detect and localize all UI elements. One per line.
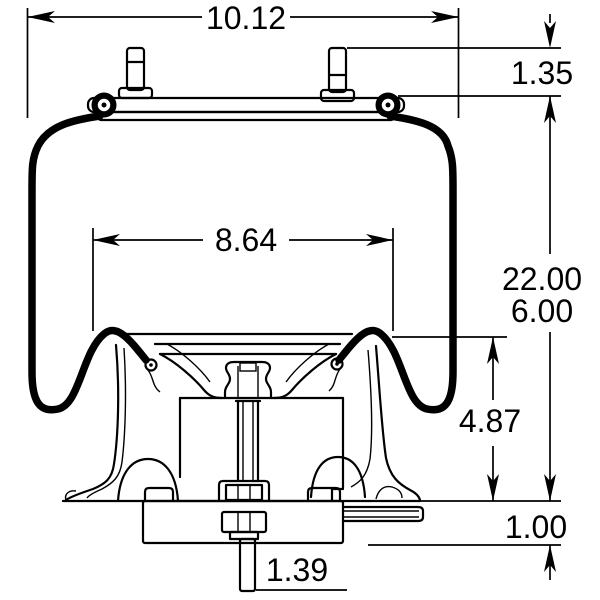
dim-piston-diameter: 8.64 [92,222,394,331]
left-boss [143,486,175,503]
bead-plate-rubber-strip [96,110,396,122]
left-arch-cutout [116,457,180,503]
center-stud-shaft [234,399,262,483]
bead-plate [86,96,406,114]
dim-piston-height: 4.87 [392,336,521,501]
dim-label-overall-width: 10.12 [206,0,286,36]
right-boss [306,486,342,503]
dim-label-stud-length: 1.39 [266,552,328,588]
lower-nut [220,510,268,541]
lower-stud [238,537,257,593]
dim-label-compressed-height: 6.00 [511,293,573,329]
bellows-left-wall [28,112,150,414]
dim-label-extended-height: 22.00 [502,261,582,297]
dim-label-piston-height: 4.87 [459,403,521,439]
arrow-down-icon [544,21,556,48]
piston-skirt-right [309,344,422,502]
arrow-down-icon [487,474,499,501]
bellows-group [28,92,457,414]
bellows-right-wall [335,112,457,414]
arrow-up-icon [544,545,556,572]
dim-stud-length: 1.39 [256,552,347,591]
dim-label-piston-diameter: 8.64 [215,222,277,258]
upper-nut [224,483,264,502]
side-tab-plate [330,487,425,523]
left-mounting-stud [117,46,154,100]
arrow-right-icon [431,11,459,23]
left-bead-dot [144,358,158,372]
arrow-left-icon [27,11,55,23]
piston-group [61,332,422,503]
right-bead-dot [330,357,344,371]
dim-label-stud-height: 1.35 [511,55,573,91]
dim-stud-height: 1.35 [347,14,573,97]
piston-skirt-left [64,343,180,503]
right-mounting-stud [319,46,356,103]
dim-plate-thickness: 1.00 [368,500,567,580]
bead-plate-group [86,46,406,122]
right-arch-cutout [309,455,367,499]
arrow-up-icon [544,96,556,123]
center-bumper [223,360,273,400]
dim-overall-width: 10.12 [26,0,460,118]
arrow-down-icon [544,474,556,501]
dim-label-plate-thickness: 1.00 [505,509,567,545]
base-plate-group [141,479,425,593]
center-boss [217,479,271,503]
arrow-left-icon [93,234,120,246]
arrow-right-icon [366,234,393,246]
arrow-up-icon [487,337,499,364]
dim-overall-height: 22.00 6.00 [502,96,582,501]
base-plate [141,499,345,545]
